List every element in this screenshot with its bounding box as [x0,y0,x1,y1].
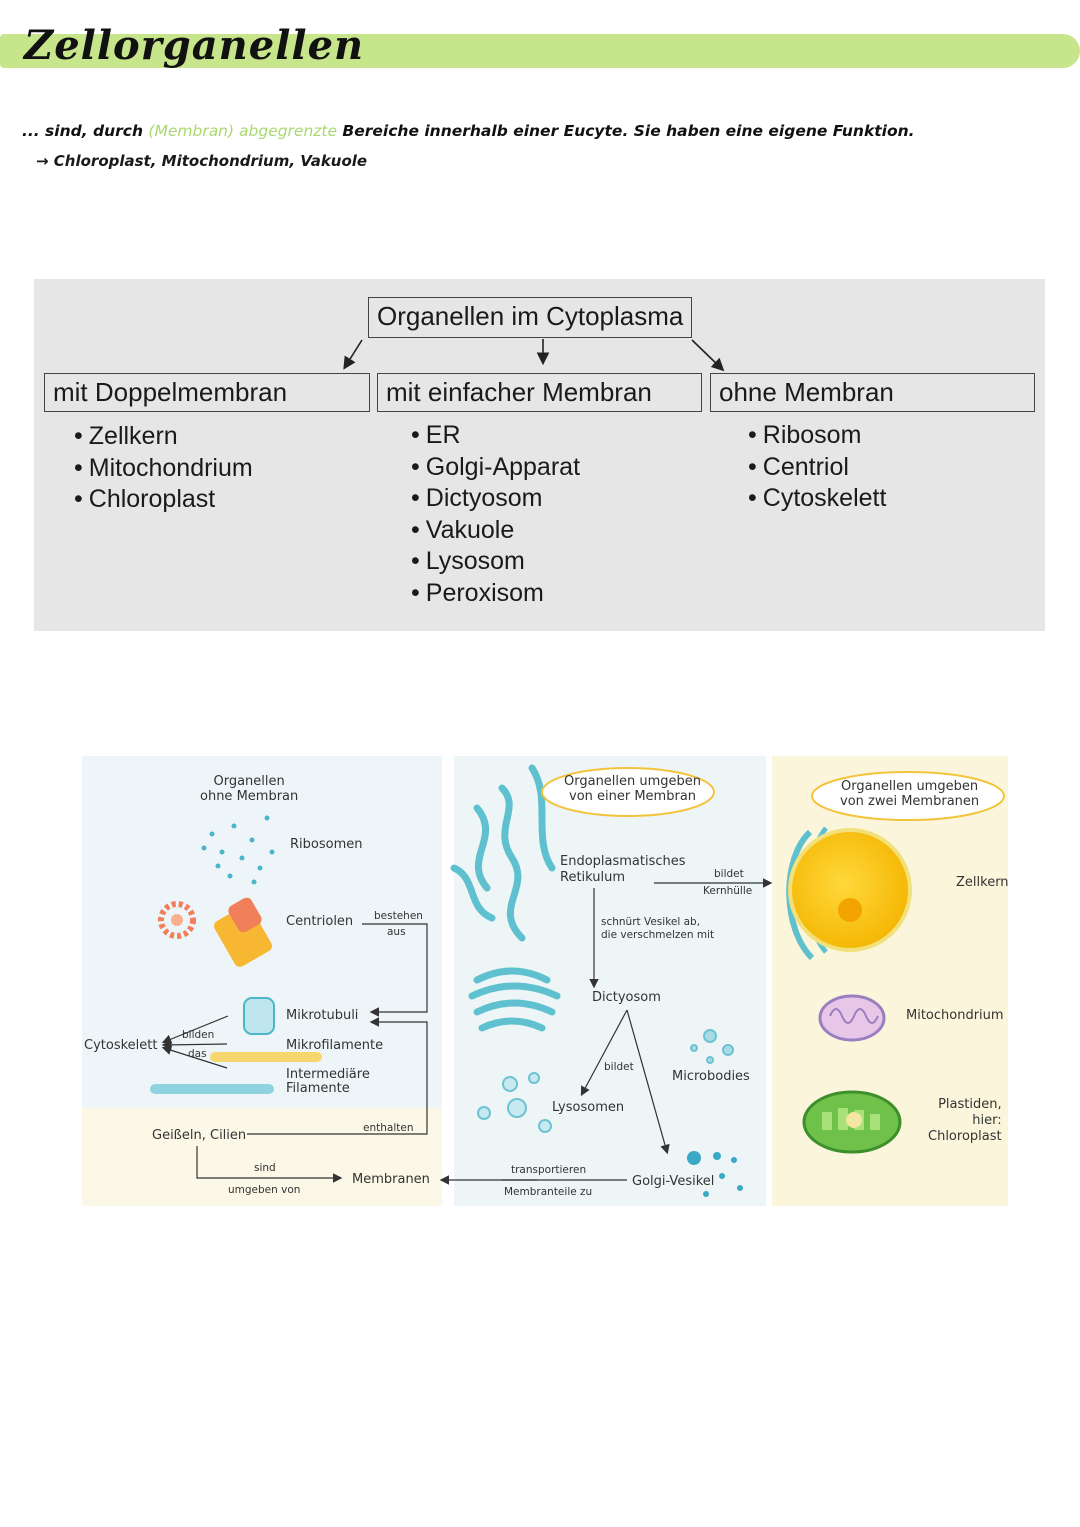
heading-no-membrane: ohne Membran [710,373,1035,412]
list-item: Golgi-Apparat [411,452,580,484]
contain-label: enthalten [363,1122,414,1134]
intro-text: ... sind, durch (Membran) abgegrenzte Be… [22,122,915,140]
mitochondrion-label: Mitochondrium [906,1008,1004,1023]
list-item: Zellkern [74,421,253,453]
of-label: aus [387,926,406,938]
plastids-label: Plastiden, hier: Chloroplast [928,1097,1002,1144]
intro-prefix: ... sind, durch [22,122,149,140]
title-ellipse-double [811,771,1005,821]
nuclear-envelope-label: Kernhülle [703,885,753,897]
dictyosome-icon [468,967,561,1032]
overview-arrows [343,339,725,372]
list-item: Dictyosom [411,483,580,515]
golgi-vesicle-label: Golgi-Vesikel [632,1174,715,1189]
ribosome-dots-icon [201,815,275,885]
lysosomes-label: Lysosomen [552,1100,625,1115]
list-item: Mitochondrium [74,453,253,485]
cytoskeleton-label: Cytoskelett [84,1038,158,1053]
list-single-membrane: ER Golgi-Apparat Dictyosom Vakuole Lysos… [411,420,580,610]
list-item: ER [411,420,580,452]
title-ellipse-single [541,767,715,817]
list-item: Cytoskelett [748,483,887,515]
list-double-membrane: Zellkern Mitochondrium Chloroplast [74,421,253,516]
microbody-icon [690,1029,734,1064]
heading-single-membrane: mit einfacher Membran [377,373,702,412]
intermediate-filament-icon [150,1084,274,1094]
centrioles-label: Centriolen [286,914,354,929]
lysosome-icon [477,1072,552,1133]
heading-double-membrane: mit Doppelmembran [44,373,370,412]
the-label: das [188,1048,207,1060]
nucleus-icon [786,826,912,961]
panel-double-membrane-title: Organellen umgeben von zwei Membranen [840,779,980,809]
microbodies-label: Microbodies [672,1069,750,1084]
list-item: Peroxisom [411,578,580,610]
list-item: Ribosom [748,420,886,452]
surrounded-by-label: umgeben von [228,1184,301,1196]
golgi-vesicle-icon [687,1151,743,1197]
list-item: Chloroplast [74,484,253,516]
microtubules-label: Mikrotubuli [286,1008,359,1023]
mitochondrion-icon [818,994,886,1042]
page-title: Zellorganellen [24,22,365,69]
centriole-barrel-icon [214,897,272,967]
title-highlight [0,34,1080,68]
centriole-flower-icon [158,901,196,939]
list-item: Centriol [748,452,886,484]
er-label: Endoplasmatisches Retikulum [560,854,686,885]
consist-label: bestehen [374,910,423,922]
panel-no-membrane-title: Organellen ohne Membran [200,774,299,804]
intermediate-filaments-label: Intermediäre Filamente [286,1067,370,1096]
microfilament-icon [210,1052,322,1062]
microfilaments-label: Mikrofilamente [286,1038,384,1053]
intro-highlight: (Membran) abgegrenzte [148,122,338,140]
nucleus-label: Zellkern [956,875,1009,890]
chloroplast-icon [802,1090,902,1154]
list-item: Vakuole [411,515,580,547]
microtubule-icon [243,997,275,1035]
forms-label: bildet [714,868,744,880]
panel-single-membrane-bg [454,756,766,1206]
list-item: Lysosom [411,546,580,578]
er-icon [450,764,556,942]
forms-lower-label: bildet [604,1061,634,1073]
overview-root: Organellen im Cytoplasma [368,297,692,338]
form-label: bilden [182,1029,215,1041]
dictyosome-label: Dictyosom [592,990,661,1005]
intro-examples: → Chloroplast, Mitochondrium, Vakuole [36,152,368,170]
list-no-membrane: Ribosom Centriol Cytoskelett [748,420,887,515]
transport-label: transportieren [511,1164,587,1176]
membranes-label: Membranen [352,1172,430,1187]
panel-single-membrane-title: Organellen umgeben von einer Membran [564,774,702,804]
are-label: sind [254,1162,276,1174]
ribosomes-label: Ribosomen [290,837,363,852]
membrane-parts-label: Membranteile zu [504,1186,593,1198]
buds-vesicles-label: schnürt Vesikel ab, die verschmelzen mit [601,916,715,941]
organelle-figure: Organellen ohne Membran Ribosomen Centri… [82,748,1009,1206]
intro-suffix: Bereiche innerhalb einer Eucyte. Sie hab… [337,122,915,140]
figure-graphics [82,756,1008,1206]
flagella-label: Geißeln, Cilien [152,1128,247,1143]
